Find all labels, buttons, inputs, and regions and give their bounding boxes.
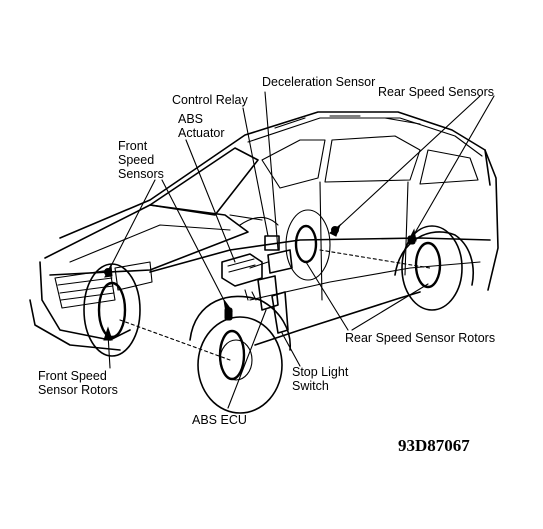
- deceleration-sensor-bracket: [249, 261, 269, 269]
- vehicle-door-line-rear: [404, 181, 409, 276]
- vehicle-front-tire: [197, 316, 283, 414]
- vehicle-hood-line: [69, 224, 231, 263]
- leader-rear-speed-sensor-near: [411, 95, 495, 239]
- arrowhead-front-speed-sensor-right: [223, 299, 233, 314]
- vehicle-front-bumper: [29, 299, 121, 351]
- leader-rear-rotor-far: [305, 261, 349, 331]
- vehicle-grille-bars: [57, 277, 115, 301]
- front-speed-sensor-rotor-right: [218, 329, 246, 381]
- arrowhead-rear-speed-sensor-far: [329, 223, 342, 237]
- leader-lines: [107, 91, 495, 409]
- leader-abs-ecu: [227, 309, 267, 409]
- vehicle-front-side-window: [261, 139, 326, 189]
- label-rear-speed-sensor-rotors: Rear Speed Sensor Rotors: [345, 331, 495, 345]
- abs-actuator-detail: [227, 258, 256, 273]
- vehicle-roof-rail: [247, 117, 483, 157]
- rear-speed-sensor-rotor-near: [414, 241, 442, 289]
- brake-line: [244, 289, 257, 301]
- vehicle-front-wheel-arch: [189, 295, 291, 351]
- vehicle-hood: [44, 204, 249, 276]
- leader-control-relay: [242, 107, 269, 237]
- arrowhead-rear-speed-sensor-near: [407, 228, 417, 243]
- leader-abs-actuator: [185, 139, 236, 263]
- vehicle-illustration: [29, 111, 499, 414]
- label-front-speed-sensor-rotors-line2: Sensor Rotors: [38, 383, 118, 397]
- label-front-speed-sensors-line1: Front: [118, 139, 148, 153]
- vehicle-rear-side-window: [324, 135, 421, 183]
- arrowhead-front-speed-sensor-left: [104, 263, 113, 278]
- leader-front-speed-sensor-right: [161, 179, 229, 309]
- vehicle-windshield: [149, 147, 259, 216]
- abs-actuator: [221, 253, 263, 287]
- front-speed-sensor-rotor-left: [97, 281, 127, 339]
- label-stop-light-switch-line1: Stop Light: [292, 365, 349, 379]
- abs-components: [97, 214, 442, 381]
- label-deceleration-sensor: Deceleration Sensor: [262, 75, 375, 89]
- vehicle-grille: [54, 269, 116, 309]
- vehicle-far-rear-tire: [285, 209, 331, 281]
- leader-front-speed-sensor-left: [107, 179, 156, 273]
- labels: Control Relay Deceleration Sensor Rear S…: [38, 75, 495, 455]
- control-relay: [264, 235, 280, 251]
- deceleration-sensor: [267, 249, 293, 274]
- label-stop-light-switch-line2: Switch: [292, 379, 329, 393]
- vehicle-roof-outline: [59, 111, 491, 239]
- vehicle-cargo-window: [419, 149, 479, 185]
- stop-light-switch: [271, 291, 289, 334]
- label-front-speed-sensors-line2: Speed: [118, 153, 154, 167]
- rear-speed-sensor-rotor-far: [294, 224, 318, 264]
- label-rear-speed-sensors: Rear Speed Sensors: [378, 85, 494, 99]
- leader-deceleration-sensor: [264, 91, 279, 251]
- vehicle-headlight: [114, 261, 153, 291]
- label-front-speed-sensors-line3: Sensors: [118, 167, 164, 181]
- vehicle-side-body: [149, 237, 491, 273]
- arrowheads: [103, 223, 417, 341]
- arrowhead-front-rotor-left: [103, 326, 113, 341]
- vehicle-roof-rack: [274, 115, 421, 129]
- label-abs-actuator-line1: ABS: [178, 112, 203, 126]
- label-front-speed-sensor-rotors-line1: Front Speed: [38, 369, 107, 383]
- label-abs-ecu: ABS ECU: [192, 413, 247, 427]
- vehicle-rear-tire: [401, 225, 463, 311]
- label-abs-actuator-line2: Actuator: [178, 126, 225, 140]
- leader-rear-speed-sensor-far: [334, 95, 481, 231]
- vehicle-door-line-front: [319, 181, 323, 301]
- leader-rear-rotor-near: [351, 283, 429, 331]
- figure-code: 93D87067: [398, 436, 470, 455]
- label-control-relay: Control Relay: [172, 93, 248, 107]
- abs-ecu: [257, 275, 279, 311]
- vehicle-axle-line: [119, 249, 431, 361]
- vehicle-rear-hatch: [484, 149, 499, 291]
- vehicle-side-stripe: [249, 261, 481, 301]
- leader-stop-light-switch: [281, 332, 301, 367]
